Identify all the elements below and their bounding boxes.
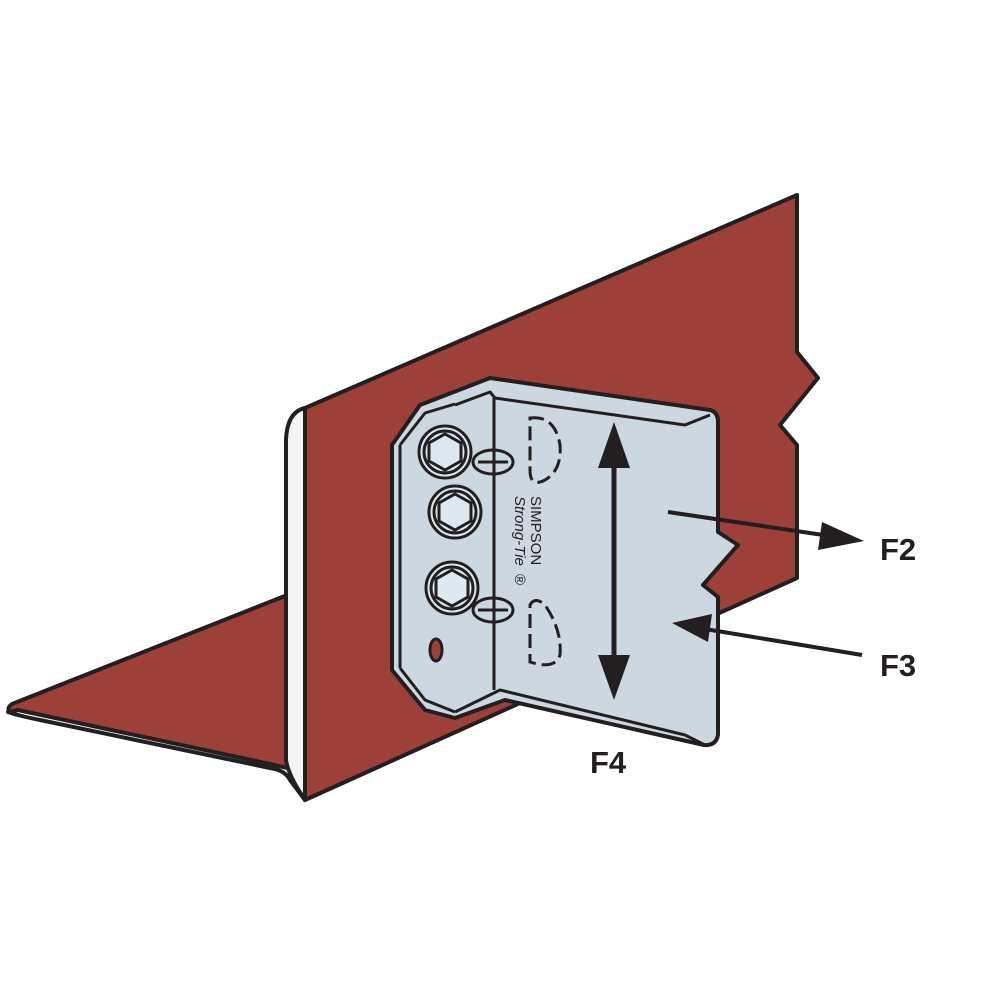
bracket-bend-top bbox=[454, 390, 711, 747]
embossment-icon bbox=[528, 599, 562, 667]
bolt-icon bbox=[417, 424, 473, 480]
f3-arrow-icon bbox=[672, 614, 863, 657]
bracket-bend-left bbox=[398, 402, 456, 714]
angle-corner-edge bbox=[284, 406, 307, 802]
slot-icon bbox=[471, 448, 515, 476]
label-f3: F3 bbox=[880, 648, 916, 683]
simpson-logo: SIMPSON Strong-Tie ® bbox=[511, 496, 544, 585]
bolt-icon bbox=[427, 484, 483, 540]
f2-arrow-icon bbox=[667, 510, 864, 550]
label-f2: F2 bbox=[880, 532, 916, 567]
label-f4: F4 bbox=[590, 745, 627, 780]
embossment-icon bbox=[528, 416, 562, 484]
nail-hole-icon bbox=[428, 637, 444, 663]
slot-icon bbox=[471, 596, 515, 624]
bolts bbox=[417, 416, 562, 667]
logo-line2: Strong-Tie bbox=[511, 496, 528, 566]
bolt-icon bbox=[424, 560, 480, 616]
logo-line1: SIMPSON bbox=[527, 496, 544, 565]
logo-registered-mark: ® bbox=[511, 574, 528, 585]
f4-double-arrow-icon bbox=[598, 422, 630, 700]
